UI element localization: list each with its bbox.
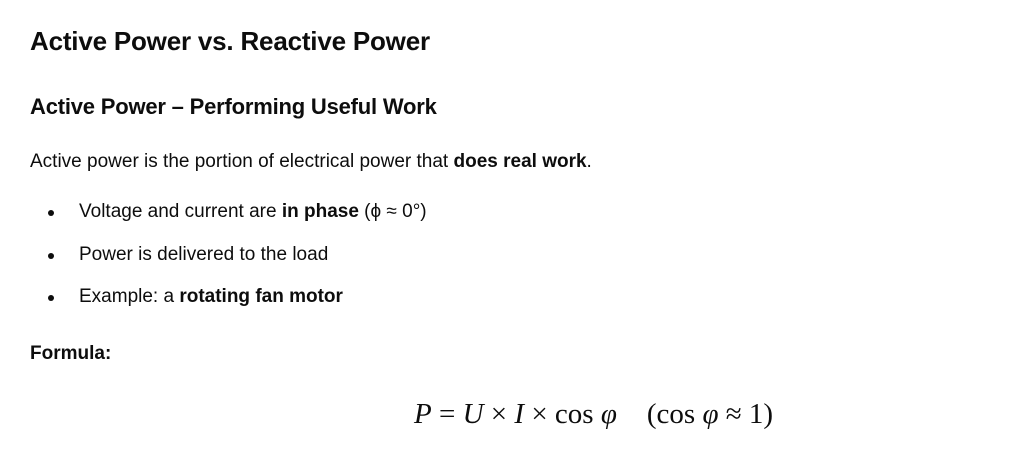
op-eq: = [431,398,463,430]
formula-label: Formula: [30,343,112,364]
var-i: I [514,398,525,430]
list-item-text: Power is delivered to the load [79,244,329,265]
list-item: Voltage and current are in phase (ϕ ≈ 0°… [48,201,427,223]
intro-paragraph: Active power is the portion of electrica… [30,151,592,173]
list-item-text: Voltage and current are [79,201,282,222]
intro-text: Active power is the portion of electrica… [30,151,454,172]
cond-phi: φ [702,398,719,430]
list-item: Power is delivered to the load [48,244,329,266]
var-phi: φ [600,398,617,430]
bullet-icon [48,210,54,216]
op-times: × [524,398,555,430]
section-heading: Active Power – Performing Useful Work [30,94,437,119]
list-item-text-end: (ϕ ≈ 0°) [358,201,427,222]
bullet-icon [48,295,54,301]
intro-bold: does real work [453,151,587,172]
list-item: Example: a rotating fan motor [48,286,343,308]
intro-end: . [586,151,592,172]
op-times: × [483,398,515,430]
var-u: U [462,398,484,430]
cond-rest: ≈ 1) [718,398,774,430]
var-p: P [414,398,432,430]
list-item-text: Example: a [79,286,180,307]
formula: P = U × I × cos φ(cos φ ≈ 1) [414,398,773,431]
fn-cos: cos [554,398,601,430]
cond-open: (cos [646,398,703,430]
page-title: Active Power vs. Reactive Power [30,26,430,56]
list-item-bold: in phase [281,201,359,222]
bullet-icon [48,253,54,259]
list-item-bold: rotating fan motor [179,286,343,307]
